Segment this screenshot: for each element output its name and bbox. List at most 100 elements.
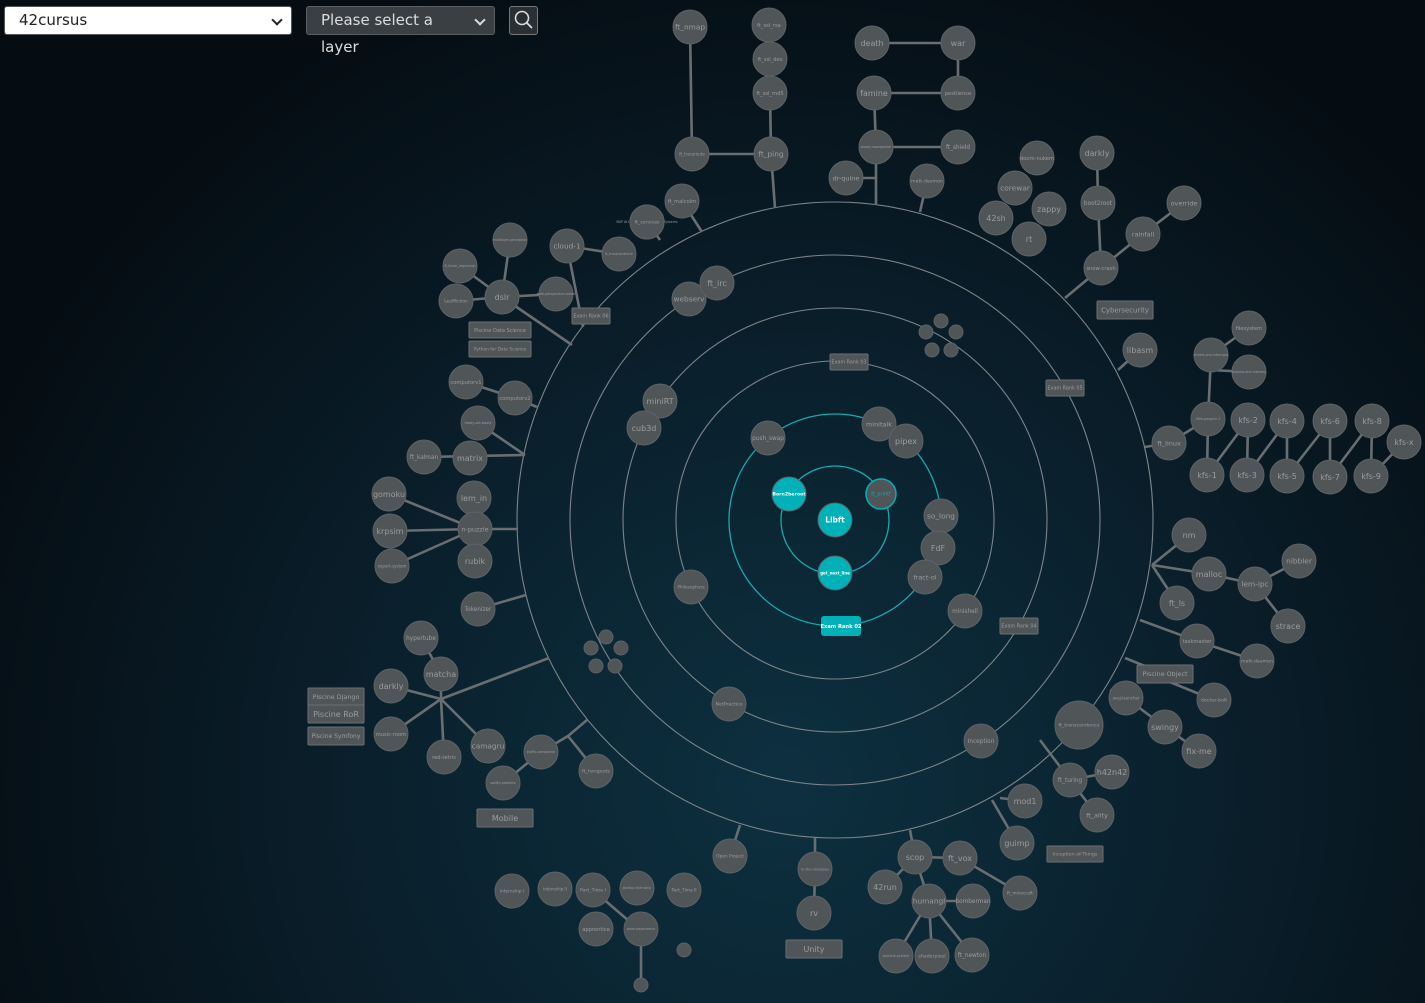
project-node-ft_printf[interactable]: ft_printf	[865, 478, 897, 510]
project-node-guimp[interactable]: guimp	[999, 825, 1035, 861]
project-node-swingy[interactable]: swingy	[1147, 709, 1183, 745]
project-node-death[interactable]: death	[854, 25, 890, 61]
project-node-cpp_i[interactable]	[588, 658, 604, 674]
project-node-nm[interactable]: nm	[1171, 517, 1207, 553]
project-node-cpp_g[interactable]	[598, 629, 614, 645]
project-node-n_puzzle[interactable]: n-puzzle	[457, 511, 493, 547]
project-node-unity[interactable]: Unity	[785, 939, 843, 959]
project-node-little_penguin[interactable]: little-penguin-1	[1190, 401, 1226, 437]
project-node-docker_bolt[interactable]: docker-bolt	[1196, 682, 1232, 718]
project-node-webserv[interactable]: webserv	[671, 281, 707, 317]
project-node-kfs9[interactable]: kfs-9	[1353, 458, 1389, 494]
project-node-malloc[interactable]: malloc	[1191, 556, 1227, 592]
project-node-strace[interactable]: strace	[1270, 608, 1306, 644]
project-node-ft_turing[interactable]: ft_turing	[1052, 762, 1088, 798]
project-node-work_exp[interactable]: work-experience	[623, 911, 659, 947]
project-node-rt[interactable]: rt	[1011, 221, 1047, 257]
project-node-matt_daemon[interactable]: matt-daemon	[909, 163, 945, 199]
project-node-kfs1[interactable]: kfs-1	[1189, 457, 1225, 493]
project-node-boot2root[interactable]: boot2root	[1080, 185, 1116, 221]
project-node-lem_in[interactable]: lem_in	[456, 480, 492, 516]
project-node-ft_ssl_md5[interactable]: ft_ssl_md5	[752, 75, 788, 111]
project-node-nibbler[interactable]: nibbler	[1281, 543, 1317, 579]
project-node-process_mem[interactable]: process-and-memory	[1231, 354, 1267, 390]
project-node-exam02[interactable]: Exam Rank 02	[820, 616, 862, 636]
project-node-hypertube[interactable]: hypertube	[403, 620, 439, 656]
project-node-ft_transcendence[interactable]: ft_transcendence	[1054, 700, 1104, 750]
project-node-kfs8[interactable]: kfs-8	[1354, 403, 1390, 439]
project-node-tokenizer[interactable]: Tokenizer	[460, 591, 496, 627]
project-node-42run[interactable]: 42run	[867, 869, 903, 905]
project-node-fdf[interactable]: FdF	[920, 530, 956, 566]
project-node-filesystem[interactable]: filesystem	[1231, 310, 1267, 346]
project-node-taskmaster[interactable]: taskmaster	[1179, 623, 1215, 659]
project-node-part_time2[interactable]: Part_Time II	[666, 872, 702, 908]
project-node-push_swap[interactable]: push_swap	[750, 420, 786, 456]
project-node-apprentice[interactable]: apprentice	[578, 911, 614, 947]
project-node-piscine_django[interactable]: Piscine Django	[307, 687, 365, 707]
project-node-born2beroot[interactable]: Born2beroot	[771, 476, 807, 512]
project-node-alt_2[interactable]	[676, 942, 692, 958]
project-node-kfs5[interactable]: kfs-5	[1269, 458, 1305, 494]
project-node-python_ds[interactable]: Python for Data Science	[468, 340, 532, 358]
project-node-startup[interactable]: startup internship	[619, 870, 655, 906]
project-node-gnl[interactable]: get_next_line	[817, 555, 853, 591]
project-node-matt_daemon2[interactable]: matt-daemon	[1239, 643, 1275, 679]
project-node-doom_nukem[interactable]: doom-nukem	[1019, 140, 1055, 176]
project-node-avaj[interactable]: avaj-launcher	[1108, 680, 1144, 716]
project-node-libft[interactable]: Libft	[817, 502, 853, 538]
project-node-internship2[interactable]: internship II	[537, 871, 573, 907]
project-node-cpp_f[interactable]	[583, 640, 599, 656]
project-node-kfs3[interactable]: kfs-3	[1229, 457, 1265, 493]
layer-select[interactable]: Please select a layer	[306, 6, 495, 56]
project-node-ft_linux[interactable]: ft_linux	[1151, 425, 1187, 461]
project-node-ft_ls[interactable]: ft_ls	[1159, 585, 1195, 621]
project-node-leaffliction[interactable]: Leaffliction	[438, 283, 474, 319]
project-node-kfs4[interactable]: kfs-4	[1269, 403, 1305, 439]
project-node-bomberman[interactable]: bomberman	[955, 883, 991, 919]
project-node-rubik[interactable]: rubik	[457, 543, 493, 579]
project-node-drivers[interactable]: drivers-and-interrupts	[1193, 337, 1229, 373]
project-node-ready_set_boole[interactable]: ready-set-boole	[460, 405, 496, 441]
project-node-piscine_ds[interactable]: Piscine Data Science	[468, 321, 532, 339]
cursus-select[interactable]: 42cursus	[4, 6, 292, 35]
project-node-corewar[interactable]: corewar	[997, 170, 1033, 206]
project-node-computorv1[interactable]: computorv1	[448, 364, 484, 400]
project-node-exam06[interactable]: Exam Rank 06	[571, 307, 611, 325]
project-node-piscine_symfony[interactable]: Piscine Symfony	[307, 726, 365, 746]
project-node-woody[interactable]: woody-woodpacker	[858, 129, 894, 165]
project-node-ft_traceroute[interactable]: ft_traceroute	[674, 136, 710, 172]
project-node-gomoku[interactable]: gomoku	[371, 476, 407, 512]
project-node-mobile[interactable]: Mobile	[476, 808, 534, 828]
project-node-red_tetris[interactable]: red-tetris	[426, 739, 462, 775]
project-node-part_time1[interactable]: Part_Time I	[575, 872, 611, 908]
project-node-matcha[interactable]: matcha	[423, 656, 459, 692]
project-node-pipex[interactable]: pipex	[888, 423, 924, 459]
project-node-override[interactable]: override	[1166, 185, 1202, 221]
project-node-cpp_c[interactable]	[948, 324, 964, 340]
project-node-cpp_e[interactable]	[943, 342, 959, 358]
project-node-exam03[interactable]: Exam Rank 03	[829, 353, 869, 371]
project-node-transcendence_t[interactable]: ft_transcendence	[601, 236, 637, 272]
project-node-in_the_shadows[interactable]: in-the-shadows	[797, 851, 833, 887]
project-node-lem_ipc[interactable]: lem-ipc	[1237, 566, 1273, 602]
project-node-cpp_h[interactable]	[613, 640, 629, 656]
project-node-total_perspective[interactable]: total-perspective-vortex	[537, 276, 575, 312]
project-node-ft_kalman[interactable]: ft_kalman	[406, 439, 442, 475]
project-node-ft_vox[interactable]: ft_vox	[942, 840, 978, 876]
project-node-cloud1[interactable]: cloud-1	[549, 228, 585, 264]
project-node-fractol[interactable]: fract-ol	[907, 559, 943, 595]
project-node-darkly2[interactable]: darkly	[373, 668, 409, 704]
project-node-darkly[interactable]: darkly	[1079, 135, 1115, 171]
project-node-exam05[interactable]: Exam Rank 05	[1045, 379, 1085, 397]
project-node-scop[interactable]: scop	[897, 839, 933, 875]
project-node-exam04[interactable]: Exam Rank 04	[999, 617, 1039, 635]
project-node-alt_1[interactable]	[633, 977, 649, 993]
project-node-swifty_companion[interactable]: swifty-companion	[523, 734, 559, 770]
project-node-pestilence[interactable]: pestilence	[940, 75, 976, 111]
project-node-netpractice[interactable]: NetPractice	[711, 686, 747, 722]
project-node-expert_system[interactable]: expert-system	[374, 548, 410, 584]
project-node-snow_crash[interactable]: snow-crash	[1083, 250, 1119, 286]
project-node-ft_ssl_des[interactable]: ft_ssl_des	[752, 41, 788, 77]
project-node-open_project[interactable]: Open Project	[712, 838, 748, 874]
